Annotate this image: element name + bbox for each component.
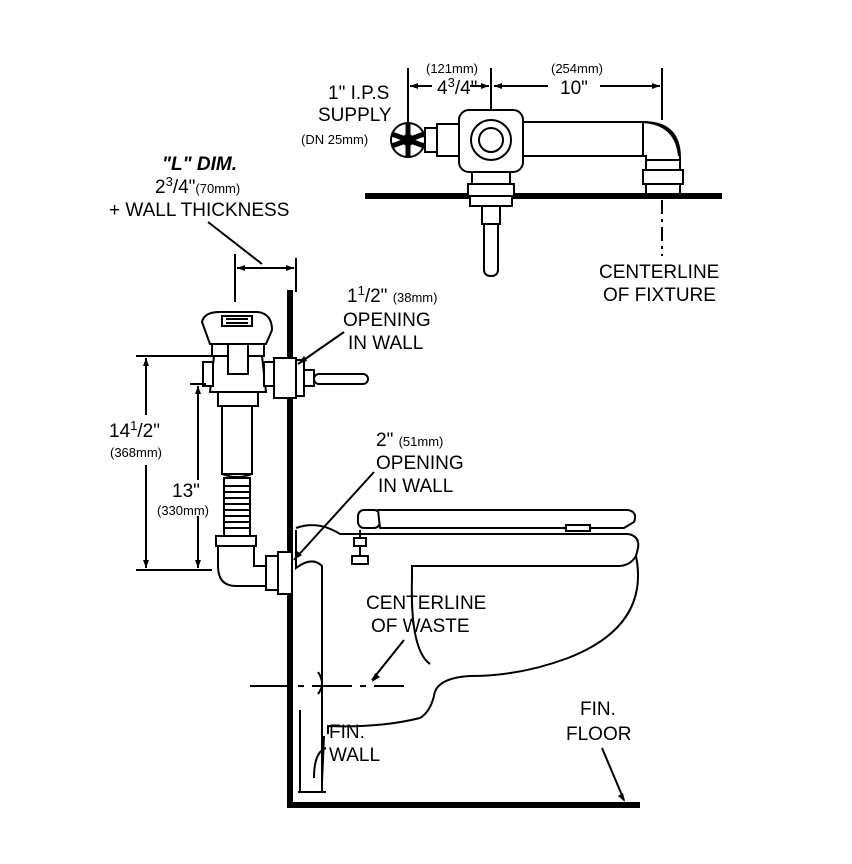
dim-254mm-label: (254mm)	[551, 61, 603, 76]
opening-1-line2: OPENING	[343, 310, 431, 331]
supply-label-line2: SUPPLY	[318, 105, 392, 126]
dim-14-1-2-label: 141/2"	[109, 418, 160, 442]
supply-label-line3: (DN 25mm)	[301, 132, 368, 147]
opening-2-line2: OPENING	[376, 453, 464, 474]
opening-2-size: 2" (51mm)	[376, 430, 443, 451]
fin-floor-line1: FIN.	[580, 699, 616, 720]
top-view-dimension-lines	[407, 68, 663, 256]
centerline-waste-line2: OF WASTE	[371, 616, 470, 637]
top-view-supply-pipe	[522, 120, 684, 195]
control-stop-wheel-icon	[390, 122, 460, 158]
l-dim-value: 23/4"(70mm)	[155, 174, 240, 198]
dim-121mm-label: (121mm)	[426, 61, 478, 76]
l-dim-annotation: "L" DIM. 23/4"(70mm) + WALL THICKNESS	[109, 154, 297, 302]
side-view: 141/2" (368mm) 13" (330mm) 11/2" (38mm) …	[109, 283, 640, 808]
fin-wall-line2: WALL	[329, 745, 380, 766]
centerline-waste-line1: CENTERLINE	[366, 593, 486, 614]
l-dim-title: "L" DIM.	[162, 154, 237, 175]
flush-valve-body	[200, 311, 369, 595]
dim-368mm-label: (368mm)	[110, 445, 162, 460]
opening-1-size: 11/2" (38mm)	[347, 283, 437, 307]
top-view-valve-body	[458, 109, 524, 277]
l-dim-wall-thickness: + WALL THICKNESS	[109, 200, 289, 221]
opening-1-line3: IN WALL	[348, 333, 423, 354]
fin-floor-line2: FLOOR	[566, 724, 631, 745]
opening-2-line3: IN WALL	[378, 476, 453, 497]
centerline-fixture-line1: CENTERLINE	[599, 262, 719, 283]
dim-10-label: 10"	[560, 78, 588, 99]
top-view: 1" I.P.S SUPPLY (DN 25mm) (121mm) 43/4" …	[301, 61, 722, 306]
fin-wall-line1: FIN.	[329, 722, 365, 743]
wall-hung-toilet	[295, 509, 640, 793]
side-view-dimension-lines	[136, 355, 212, 571]
dim-4-3-4-label: 43/4"	[437, 75, 477, 99]
supply-label-line1: 1" I.P.S	[328, 83, 389, 104]
dim-330mm-label: (330mm)	[157, 503, 209, 518]
dim-13-label: 13"	[172, 481, 200, 502]
centerline-fixture-line2: OF FIXTURE	[603, 285, 716, 306]
